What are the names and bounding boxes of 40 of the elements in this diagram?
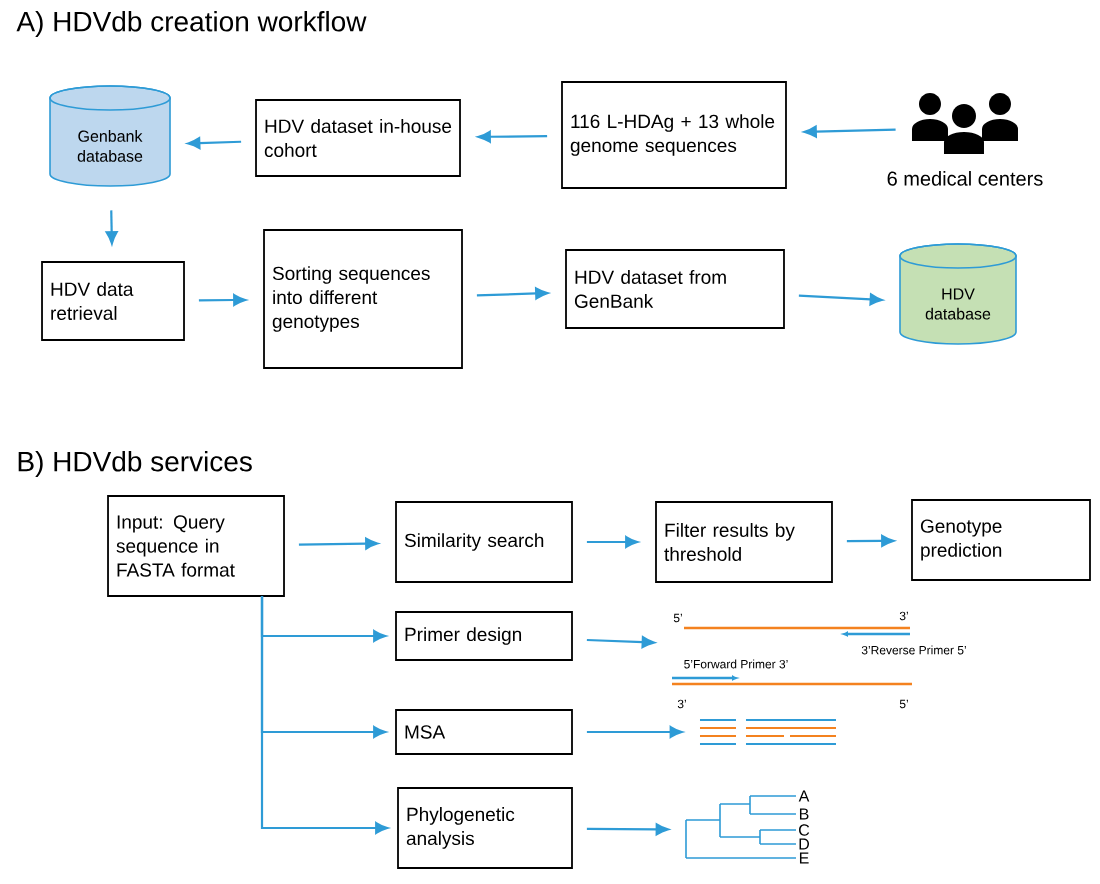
alignment-drawing <box>699 719 837 745</box>
section-heading: A) HDVdb creation workflow <box>16 10 367 38</box>
leaf-label: B <box>800 808 809 820</box>
process-box: Sorting sequences into different genotypes <box>263 229 463 369</box>
process-box: Filter results by threshold <box>655 501 833 583</box>
tree-drawing <box>685 795 797 859</box>
arrow <box>105 210 118 245</box>
primer-drawing <box>672 626 912 686</box>
arrow <box>298 537 379 550</box>
node-caption: 6 medical centers <box>887 171 1043 186</box>
arrow <box>476 287 549 300</box>
arrow <box>586 535 639 548</box>
process-box: MSA <box>395 709 573 755</box>
database-cylinder: Genbank database <box>49 85 171 187</box>
process-box: Primer design <box>395 611 573 661</box>
process-box: HDV data retrieval <box>41 261 185 341</box>
arrow <box>798 293 883 306</box>
arrow <box>803 125 896 138</box>
database-cylinder: HDV database <box>899 243 1017 345</box>
process-box: HDV dataset from GenBank <box>565 249 785 329</box>
arrow <box>477 130 548 143</box>
process-box: HDV dataset in-house cohort <box>255 99 461 177</box>
arrow <box>586 725 683 738</box>
arrow <box>586 823 669 836</box>
arrow <box>198 294 247 307</box>
people-icon <box>912 93 1018 154</box>
arrow <box>260 596 389 834</box>
arrow <box>586 636 655 649</box>
leaf-label: E <box>800 852 809 864</box>
process-box: Similarity search <box>395 501 573 583</box>
arrow <box>187 137 242 150</box>
leaf-label: D <box>799 838 809 850</box>
process-box: Phylogenetic analysis <box>397 787 573 869</box>
section-heading: B) HDVdb services <box>18 450 252 478</box>
leaf-label: C <box>799 824 810 836</box>
process-box: 116 L-HDAg + 13 whole genome sequences <box>561 81 787 189</box>
process-box: Genotype prediction <box>911 499 1091 581</box>
arrow <box>846 534 895 547</box>
process-box: Input: Query sequence in FASTA format <box>107 495 285 597</box>
leaf-label: A <box>798 790 810 802</box>
